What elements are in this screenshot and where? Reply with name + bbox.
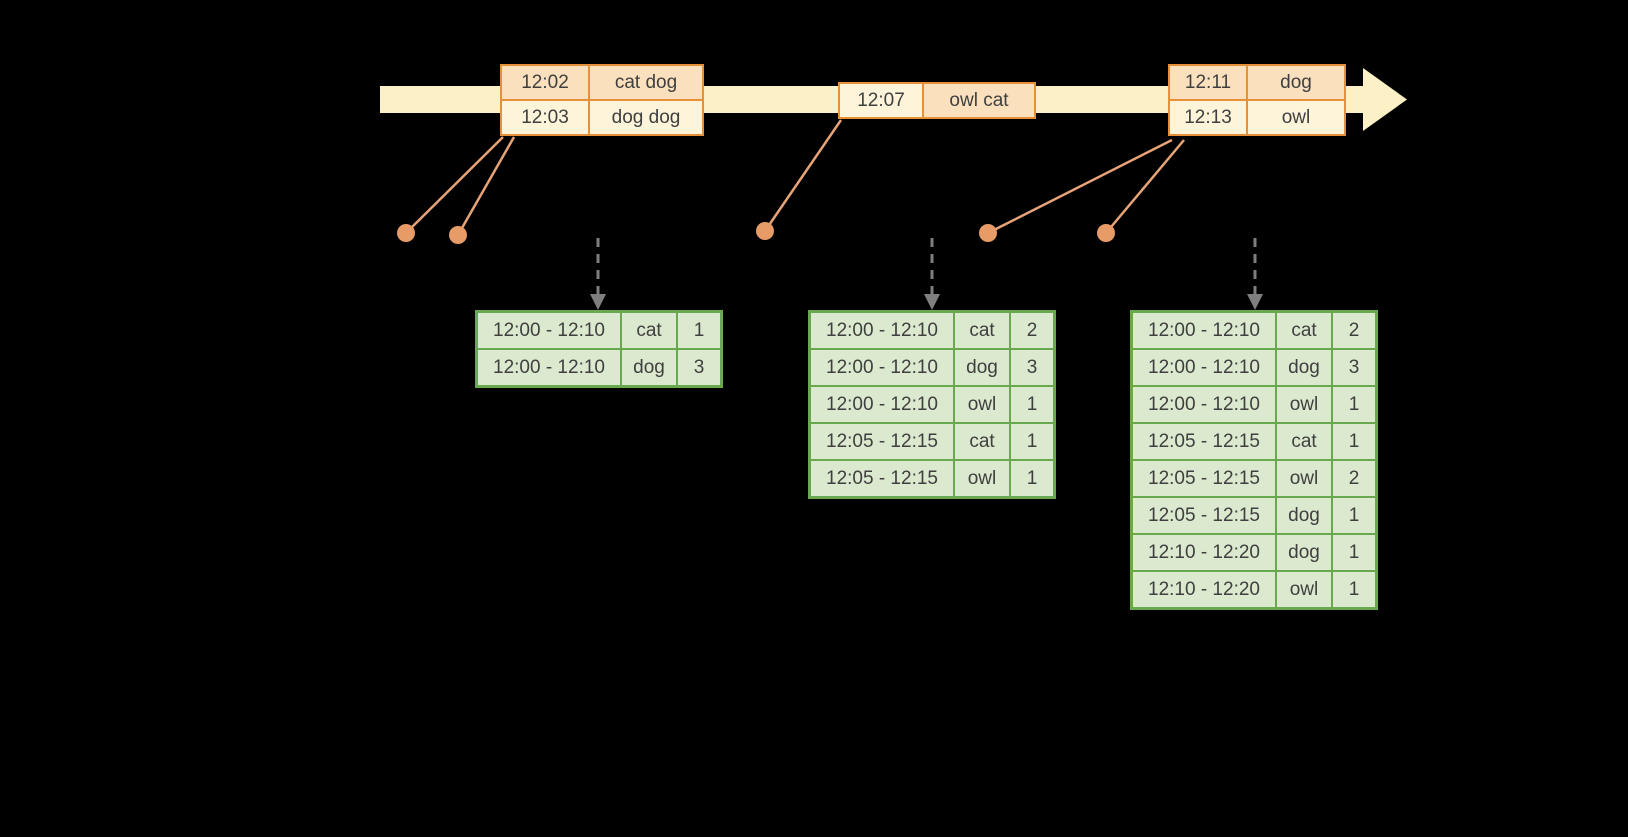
- result-window: 12:05 - 12:15: [811, 424, 953, 459]
- event-time: 12:07: [840, 84, 922, 117]
- result-table-1: 12:00 - 12:10 cat 1 12:00 - 12:10 dog 3: [475, 310, 723, 388]
- result-count: 1: [1333, 535, 1375, 570]
- result-window: 12:00 - 12:10: [811, 350, 953, 385]
- event-dot-icon: [756, 222, 774, 240]
- result-window: 12:10 - 12:20: [1133, 572, 1275, 607]
- event-dot-icon: [449, 226, 467, 244]
- down-arrowhead-icon: [590, 294, 606, 310]
- result-count: 2: [1333, 313, 1375, 348]
- result-count: 1: [1011, 424, 1053, 459]
- connector-line: [1105, 139, 1185, 234]
- event-words: dog: [1248, 66, 1344, 99]
- result-count: 2: [1333, 461, 1375, 496]
- event-table-3: 12:11 dog 12:13 owl: [1168, 64, 1346, 136]
- result-count: 1: [1011, 461, 1053, 496]
- event-dot-icon: [979, 224, 997, 242]
- result-word: cat: [955, 313, 1009, 348]
- connector-line: [456, 136, 516, 236]
- result-window: 12:05 - 12:15: [1133, 424, 1275, 459]
- result-count: 2: [1011, 313, 1053, 348]
- event-time: 12:02: [502, 66, 588, 99]
- event-words: owl cat: [924, 84, 1034, 117]
- result-window: 12:00 - 12:10: [478, 313, 620, 348]
- event-dots: [397, 222, 1115, 244]
- result-count: 1: [678, 313, 720, 348]
- result-count: 1: [1333, 572, 1375, 607]
- result-word: owl: [1277, 387, 1331, 422]
- result-window: 12:10 - 12:20: [1133, 535, 1275, 570]
- result-count: 1: [1333, 498, 1375, 533]
- event-words: cat dog: [590, 66, 702, 99]
- trigger-arrows: [590, 238, 1263, 310]
- down-arrowhead-icon: [1247, 294, 1263, 310]
- event-table-2: 12:07 owl cat: [838, 82, 1036, 119]
- result-word: owl: [955, 387, 1009, 422]
- result-window: 12:00 - 12:10: [1133, 350, 1275, 385]
- result-window: 12:00 - 12:10: [811, 387, 953, 422]
- result-word: dog: [1277, 350, 1331, 385]
- result-word: cat: [622, 313, 676, 348]
- result-window: 12:00 - 12:10: [1133, 387, 1275, 422]
- result-window: 12:00 - 12:10: [1133, 313, 1275, 348]
- result-count: 3: [1011, 350, 1053, 385]
- result-count: 1: [1011, 387, 1053, 422]
- result-word: owl: [1277, 572, 1331, 607]
- result-word: dog: [622, 350, 676, 385]
- down-arrowhead-icon: [924, 294, 940, 310]
- result-table-3: 12:00 - 12:10 cat 2 12:00 - 12:10 dog 3 …: [1130, 310, 1378, 610]
- event-dot-icon: [1097, 224, 1115, 242]
- result-count: 1: [1333, 387, 1375, 422]
- result-word: cat: [1277, 424, 1331, 459]
- event-time: 12:13: [1170, 101, 1246, 134]
- result-word: dog: [1277, 498, 1331, 533]
- connector-line: [405, 136, 504, 234]
- result-word: cat: [1277, 313, 1331, 348]
- result-window: 12:05 - 12:15: [1133, 498, 1275, 533]
- event-dot-icon: [397, 224, 415, 242]
- result-table-2: 12:00 - 12:10 cat 2 12:00 - 12:10 dog 3 …: [808, 310, 1056, 499]
- event-table-1: 12:02 cat dog 12:03 dog dog: [500, 64, 704, 136]
- result-word: owl: [1277, 461, 1331, 496]
- result-word: owl: [955, 461, 1009, 496]
- result-window: 12:05 - 12:15: [1133, 461, 1275, 496]
- event-time: 12:11: [1170, 66, 1246, 99]
- result-word: dog: [1277, 535, 1331, 570]
- result-count: 1: [1333, 424, 1375, 459]
- result-count: 3: [678, 350, 720, 385]
- result-window: 12:05 - 12:15: [811, 461, 953, 496]
- result-word: cat: [955, 424, 1009, 459]
- connector-line: [987, 138, 1173, 235]
- event-words: owl: [1248, 101, 1344, 134]
- result-word: dog: [955, 350, 1009, 385]
- result-count: 3: [1333, 350, 1375, 385]
- event-words: dog dog: [590, 101, 702, 134]
- timeline-arrowhead-icon: [1363, 68, 1407, 131]
- connector-line: [763, 119, 843, 232]
- result-window: 12:00 - 12:10: [811, 313, 953, 348]
- event-connector-lines: [405, 119, 1185, 236]
- event-time: 12:03: [502, 101, 588, 134]
- result-window: 12:00 - 12:10: [478, 350, 620, 385]
